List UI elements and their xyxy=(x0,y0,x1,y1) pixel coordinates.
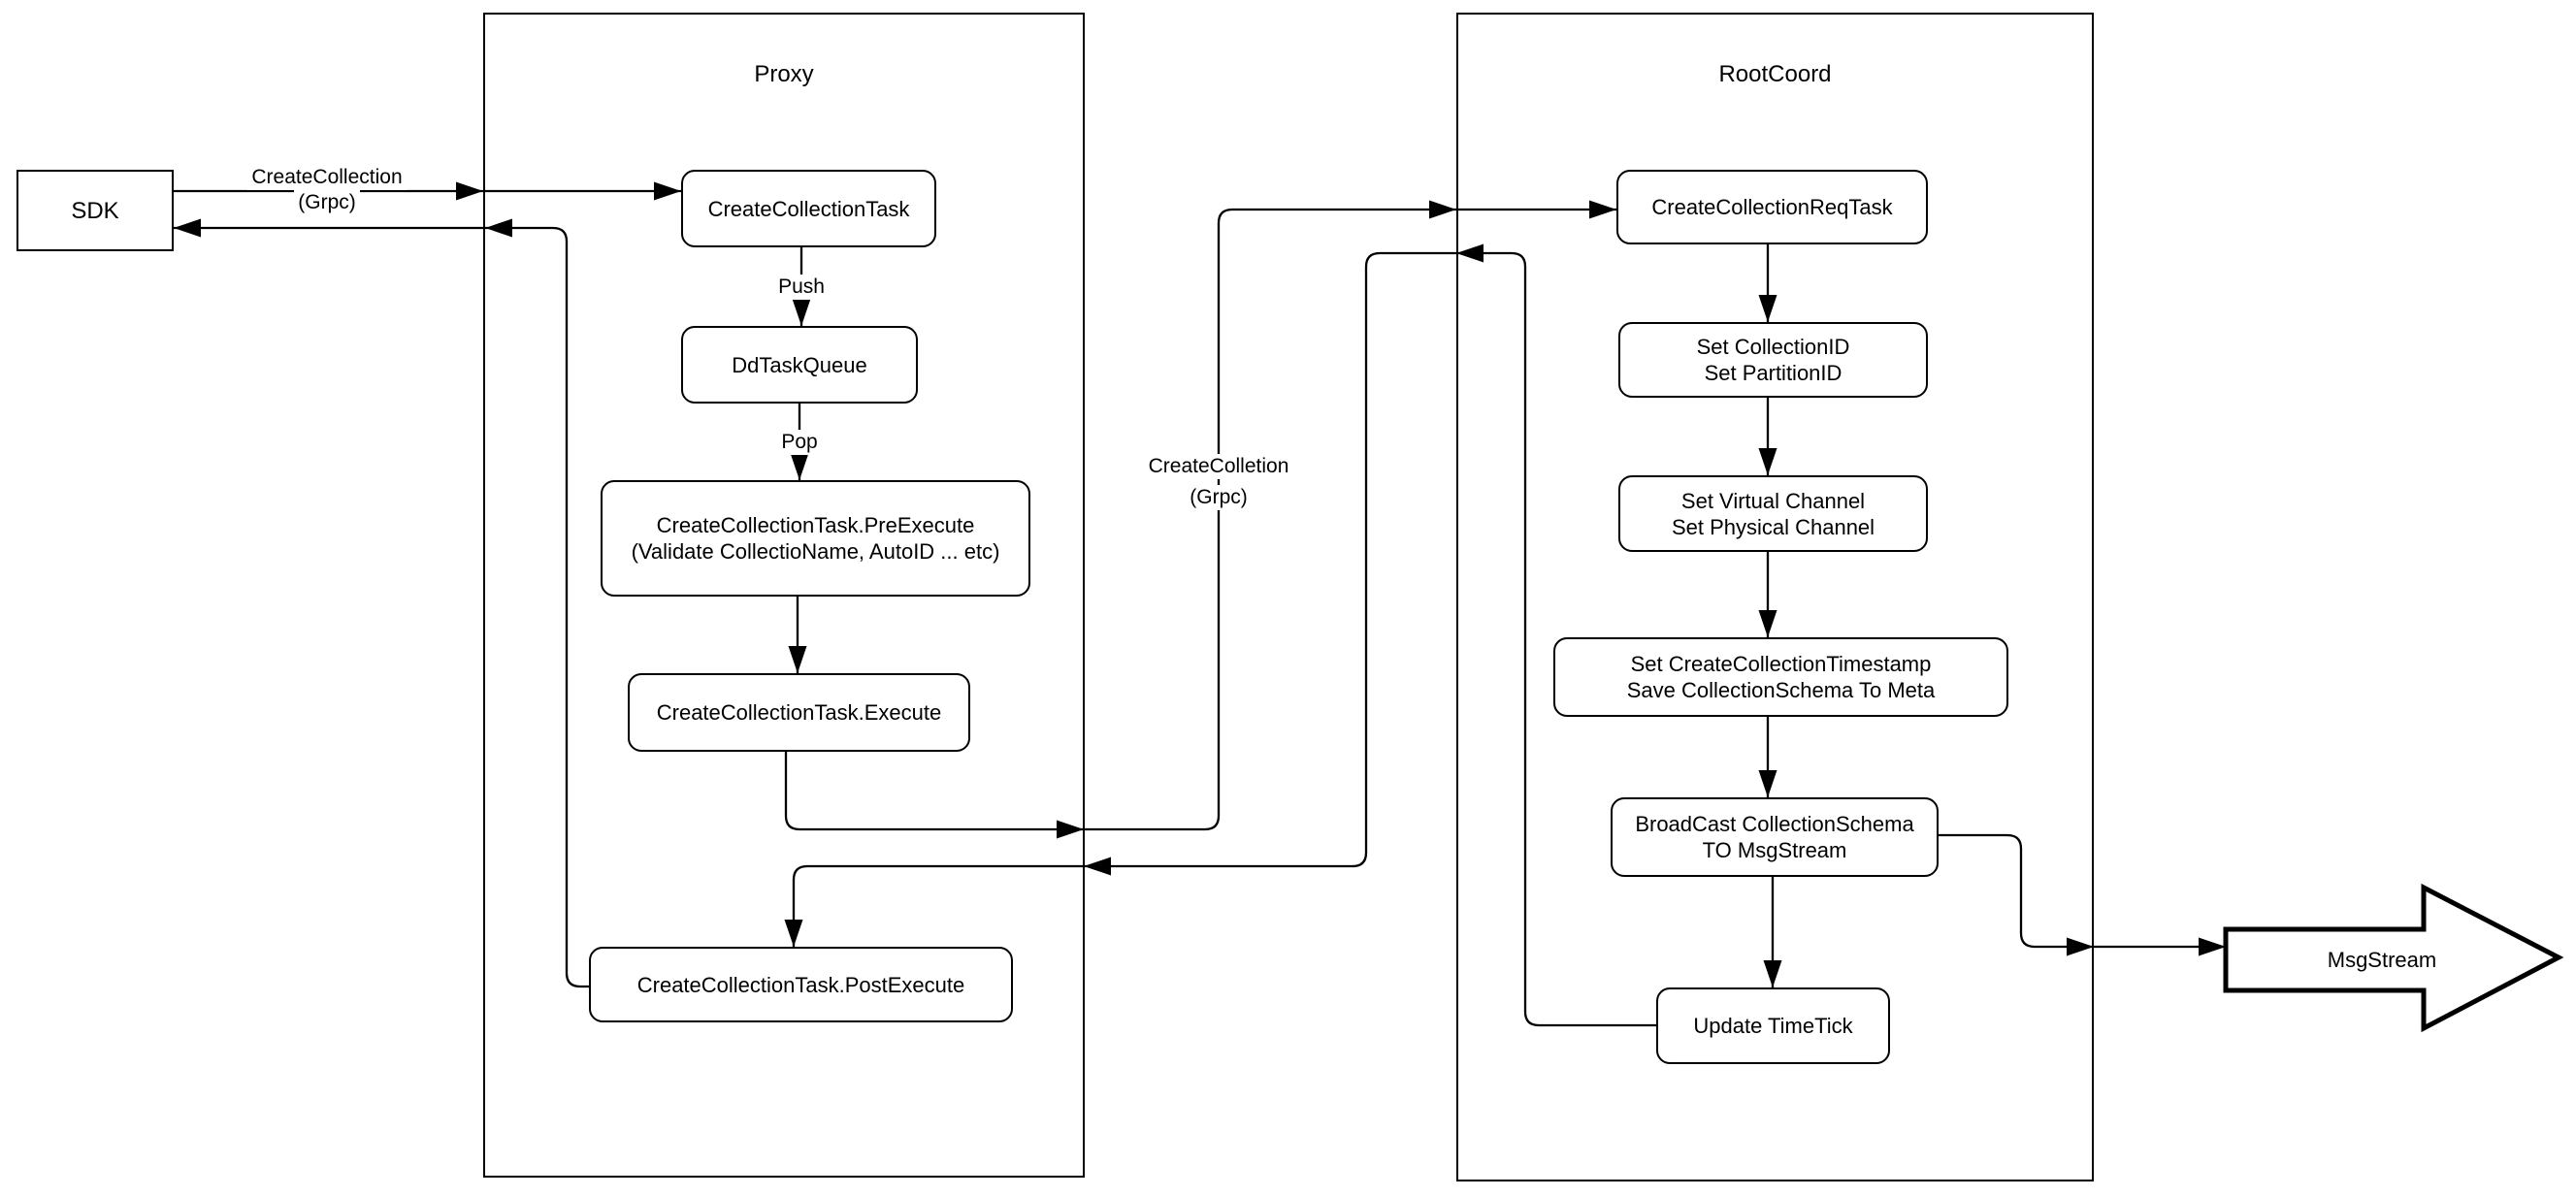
container-proxy: Proxy xyxy=(483,13,1085,1178)
edge-execute-to-rootcoord xyxy=(784,208,1616,831)
node-pre-execute-line2: (Validate CollectioName, AutoID ... etc) xyxy=(631,539,1000,564)
node-set-channels: Set Virtual Channel Set Physical Channel xyxy=(1618,475,1928,552)
arrowhead xyxy=(1758,295,1777,322)
edge-postexecute-return-to-sdk xyxy=(174,226,589,988)
arrowhead xyxy=(1758,448,1777,475)
edge-label-grpc-mid-line1: CreateColletion xyxy=(1144,454,1293,479)
arrowhead xyxy=(456,181,483,201)
edge-timetick-return-to-postexecute xyxy=(792,251,1656,1027)
node-broadcast-line2: TO MsgStream xyxy=(1702,838,1847,862)
node-set-ids: Set CollectionID Set PartitionID xyxy=(1618,322,1928,398)
node-broadcast-line1: BroadCast CollectionSchema xyxy=(1635,812,1914,836)
arrowheads xyxy=(174,181,2226,987)
node-post-execute: CreateCollectionTask.PostExecute xyxy=(589,947,1013,1022)
msgstream-block-arrow xyxy=(2223,883,2564,1033)
edge-broadcast-to-msgstream xyxy=(1939,833,2226,949)
edge-label-push: Push xyxy=(758,275,845,300)
arrowhead xyxy=(792,299,811,326)
edge-label-pop: Pop xyxy=(756,430,843,455)
node-set-timestamp-line1: Set CreateCollectionTimestamp xyxy=(1630,652,1932,676)
node-dd-task-queue: DdTaskQueue xyxy=(681,326,918,404)
arrowhead xyxy=(788,646,807,673)
node-pre-execute-line1: CreateCollectionTask.PreExecute xyxy=(656,513,975,537)
node-create-collection-task: CreateCollectionTask xyxy=(681,170,936,247)
edge-label-pop-text: Pop xyxy=(777,430,822,455)
node-set-ids-line2: Set PartitionID xyxy=(1704,361,1842,385)
arrowhead xyxy=(485,218,512,238)
container-proxy-title: Proxy xyxy=(754,61,814,87)
container-rootcoord-title: RootCoord xyxy=(1718,61,1832,87)
edge-label-grpc-mid: CreateColletion (Grpc) xyxy=(1112,454,1325,510)
arrowhead xyxy=(2067,937,2094,956)
node-set-timestamp-line2: Save CollectionSchema To Meta xyxy=(1626,678,1936,702)
arrowhead xyxy=(1057,820,1084,839)
node-set-channels-line2: Set Physical Channel xyxy=(1671,514,1875,539)
edge-label-grpc-left-line1: CreateCollection xyxy=(247,165,407,190)
edge-label-grpc-mid-line2: (Grpc) xyxy=(1186,485,1252,510)
arrowhead xyxy=(1456,243,1484,263)
arrowhead xyxy=(1429,200,1456,219)
msgstream-label: MsgStream xyxy=(2327,948,2437,972)
edge-label-grpc-left: CreateCollection (Grpc) xyxy=(230,165,424,215)
arrowhead xyxy=(1758,770,1777,797)
node-sdk: SDK xyxy=(16,170,174,251)
arrowhead xyxy=(1763,960,1782,987)
edge-label-push-text: Push xyxy=(774,275,829,300)
node-set-ids-line1: Set CollectionID xyxy=(1696,335,1850,359)
node-pre-execute: CreateCollectionTask.PreExecute (Validat… xyxy=(601,480,1030,597)
arrowhead xyxy=(1589,200,1616,219)
arrowhead xyxy=(790,453,809,480)
node-broadcast: BroadCast CollectionSchema TO MsgStream xyxy=(1611,797,1939,877)
node-create-collection-req-task: CreateCollectionReqTask xyxy=(1616,170,1928,244)
arrowhead xyxy=(654,181,681,201)
edge-label-grpc-left-line2: (Grpc) xyxy=(294,190,360,215)
arrowhead xyxy=(2199,937,2226,956)
arrowhead xyxy=(784,920,803,947)
arrowhead xyxy=(1084,857,1111,876)
node-update-timetick: Update TimeTick xyxy=(1656,987,1890,1064)
node-set-timestamp: Set CreateCollectionTimestamp Save Colle… xyxy=(1553,637,2008,717)
node-set-channels-line1: Set Virtual Channel xyxy=(1680,488,1866,513)
arrowhead xyxy=(1758,610,1777,637)
container-rootcoord: RootCoord xyxy=(1456,13,2094,1181)
arrowhead xyxy=(174,218,201,238)
node-execute: CreateCollectionTask.Execute xyxy=(628,673,970,752)
